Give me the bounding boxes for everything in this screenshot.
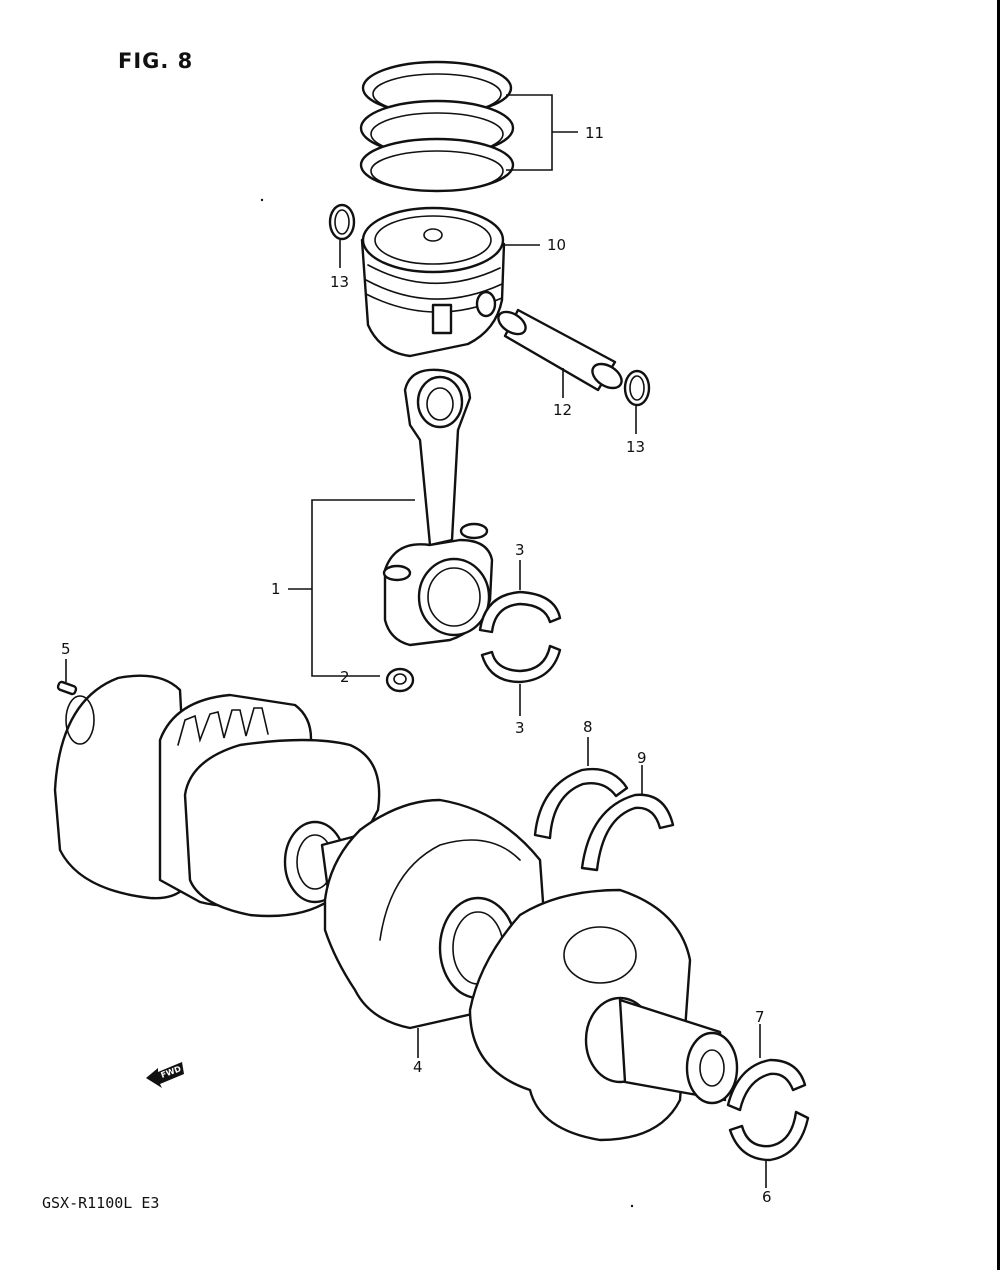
figure-title: FIG. 8	[118, 49, 193, 73]
callout-3b: 3	[515, 719, 525, 737]
callout-12: 12	[553, 401, 572, 419]
piston-rings	[359, 60, 515, 193]
dowel-pin	[56, 680, 78, 696]
callout-5: 5	[61, 640, 71, 658]
connecting-rod	[382, 368, 494, 647]
rod-bearing-upper	[478, 590, 562, 634]
callout-13a: 13	[330, 273, 349, 291]
rod-nut	[385, 667, 415, 693]
callout-8: 8	[583, 718, 593, 736]
circlip-right	[623, 369, 651, 407]
main-bearing-lower	[728, 1110, 810, 1162]
thrust-bearing-upper	[533, 767, 629, 840]
callout-7: 7	[755, 1008, 765, 1026]
circlip-left	[328, 203, 356, 241]
fwd-arrow-icon: FWD	[146, 1062, 184, 1088]
thrust-bearing-lower	[580, 793, 675, 872]
callout-11: 11	[585, 124, 604, 142]
model-code: GSX-R1100L E3	[42, 1194, 159, 1212]
scan-edge	[997, 0, 1000, 1270]
callout-6: 6	[762, 1188, 772, 1206]
callout-3a: 3	[515, 541, 525, 559]
callout-2: 2	[340, 668, 350, 686]
callout-10: 10	[547, 236, 566, 254]
main-bearing-upper	[726, 1058, 807, 1112]
callout-9: 9	[637, 749, 647, 767]
piston	[360, 206, 506, 358]
callout-1: 1	[271, 580, 281, 598]
callout-4: 4	[413, 1058, 423, 1076]
callout-13b: 13	[626, 438, 645, 456]
crankshaft	[53, 674, 739, 1142]
piston-pin	[497, 308, 623, 392]
rod-bearing-lower	[480, 644, 562, 684]
